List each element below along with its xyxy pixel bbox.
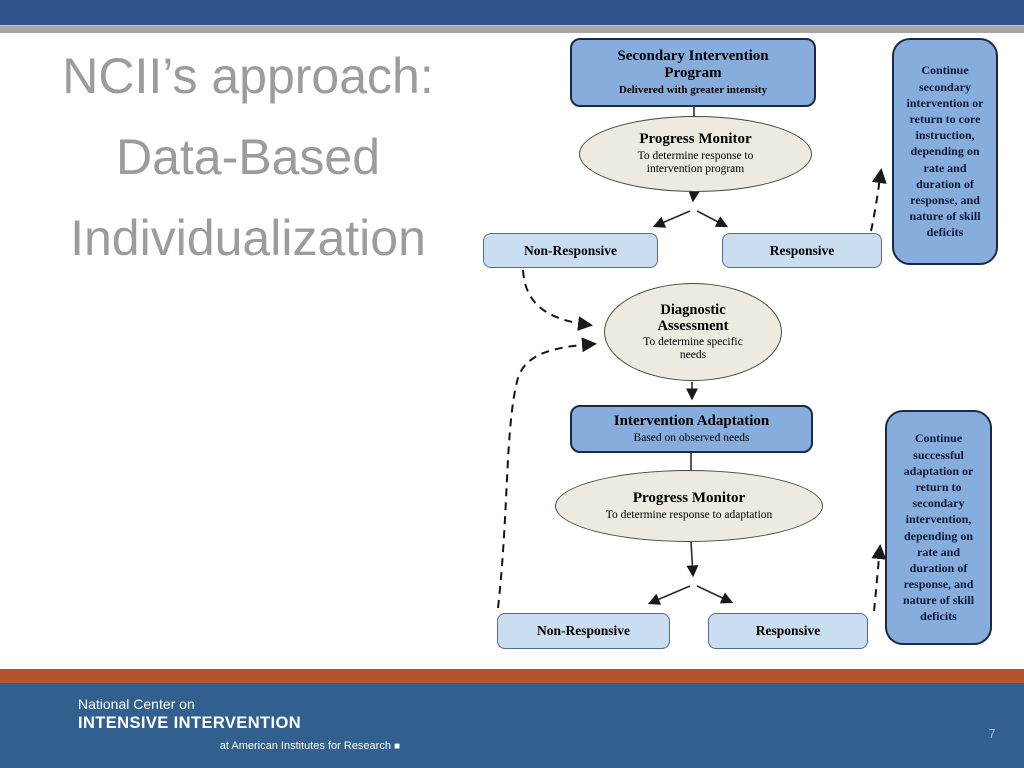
node-continue-secondary: Continue secondary intervention or retur…	[892, 38, 998, 265]
node-responsive-1: Responsive	[722, 233, 882, 268]
node-subtitle: To determine specific needs	[643, 336, 743, 362]
node-responsive-2: Responsive	[708, 613, 868, 649]
arrow-pm2-down	[686, 541, 699, 578]
node-continue-adaptation: Continue successful adaptation or return…	[885, 410, 992, 645]
node-diagnostic-assessment: Diagnostic Assessment To determine speci…	[604, 283, 782, 381]
node-label: Responsive	[769, 242, 835, 258]
node-progress-monitor-2: Progress Monitor To determine response t…	[555, 470, 823, 542]
node-label: Responsive	[755, 623, 821, 638]
node-title: Diagnostic Assessment	[657, 301, 729, 334]
arrow-branch2-left	[647, 585, 691, 605]
dashed-nonresponsive2-loop-to-diagnostic	[497, 337, 597, 609]
node-label: Non-Responsive	[536, 623, 630, 638]
node-progress-monitor-1: Progress Monitor To determine response t…	[579, 116, 812, 192]
node-subtitle: To determine response to intervention pr…	[637, 150, 754, 176]
node-intervention-adaptation: Intervention Adaptation Based on observe…	[570, 405, 813, 453]
top-divider-line	[0, 25, 1024, 33]
node-title: Intervention Adaptation	[613, 412, 770, 429]
title-line-2: Data-Based	[115, 129, 381, 185]
ncii-logo: National Center on INTENSIVE INTERVENTIO…	[78, 696, 400, 752]
node-title: Progress Monitor	[639, 131, 752, 148]
node-non-responsive-2: Non-Responsive	[497, 613, 670, 649]
arrow-pm1-down	[688, 189, 701, 203]
dashed-responsive1-to-continue	[870, 168, 887, 232]
logo-line-3: at American Institutes for Research■	[78, 740, 400, 752]
dashed-nonresponsive1-to-diagnostic	[522, 269, 593, 332]
node-text: Continue successful adaptation or return…	[902, 431, 975, 624]
arrow-branch1-left	[652, 210, 691, 228]
top-accent-bar	[0, 0, 1024, 25]
air-square-icon: ■	[393, 741, 400, 752]
node-title: Secondary Intervention Program	[617, 48, 769, 82]
logo-line-2: INTENSIVE INTERVENTION	[78, 714, 302, 732]
logo-line-1: National Center on	[78, 696, 195, 712]
node-label: Non-Responsive	[523, 242, 617, 258]
footer-bar	[0, 683, 1024, 768]
node-title: Progress Monitor	[632, 489, 746, 506]
title-line-3: Individualization	[70, 210, 426, 266]
arrow-branch2-right	[696, 585, 734, 604]
node-subtitle: Based on observed needs	[633, 431, 750, 444]
page-number: 7	[988, 726, 996, 741]
title-line-1: NCII’s approach:	[62, 48, 434, 104]
node-text: Continue secondary intervention or retur…	[906, 63, 984, 240]
node-secondary-intervention-program: Secondary Intervention Program Delivered…	[570, 38, 816, 107]
logo-tagline: at American Institutes for Research	[219, 740, 391, 752]
node-subtitle: To determine response to adaptation	[605, 508, 773, 521]
slide-title: NCII’s approach: Data-Based Individualiz…	[8, 36, 488, 279]
node-non-responsive-1: Non-Responsive	[483, 233, 658, 268]
node-subtitle: Delivered with greater intensity	[618, 83, 768, 96]
arrow-branch1-right	[696, 210, 729, 228]
dashed-responsive2-to-continue	[871, 544, 887, 612]
footer-accent-bar	[0, 669, 1024, 683]
